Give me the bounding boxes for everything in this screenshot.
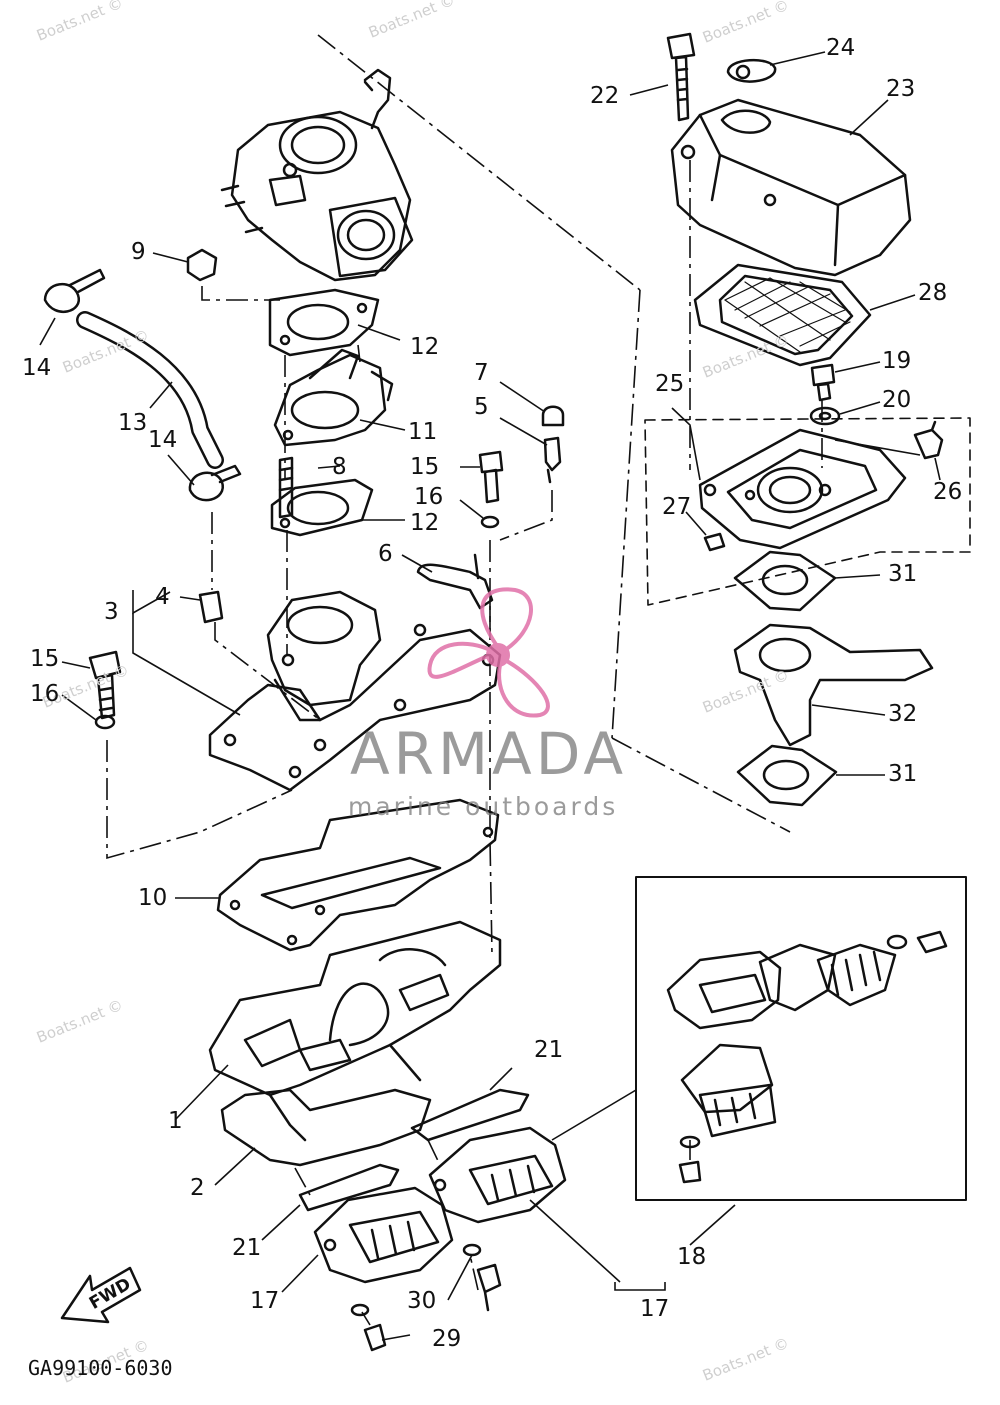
callout-13: 13 (118, 410, 148, 436)
silencer-base-25 (698, 428, 907, 550)
diagram-code: GA99100-6030 (28, 1356, 173, 1380)
washer-30-a (462, 1243, 482, 1257)
callout-18: 18 (677, 1244, 707, 1270)
bolt-15-left (88, 650, 122, 720)
brand-tagline: marine outboards (348, 792, 619, 821)
callout-17: 17 (640, 1296, 670, 1322)
callout-16: 16 (414, 484, 444, 510)
callout-14: 14 (148, 427, 178, 453)
brand-name: ARMADA (350, 720, 628, 788)
subassembly-frame-25 (644, 417, 971, 606)
screw-29-a (476, 1263, 502, 1312)
callout-3: 3 (104, 599, 119, 625)
callout-15: 15 (410, 454, 440, 480)
callout-1: 1 (168, 1108, 183, 1134)
washer-20 (809, 406, 841, 426)
gasket-21-upper (410, 1088, 530, 1142)
gasket-21-lower (298, 1163, 400, 1212)
callout-28: 28 (918, 280, 948, 306)
assembly-guide-lines (106, 34, 823, 1326)
bolt-15-mid (478, 450, 504, 504)
callout-6: 6 (378, 541, 393, 567)
callout-4: 4 (155, 584, 170, 610)
grommet-24 (726, 58, 777, 83)
callout-19: 19 (882, 348, 912, 374)
fitting-26 (913, 420, 944, 460)
callout-16: 16 (30, 681, 60, 707)
callout-22: 22 (590, 83, 620, 109)
callout-32: 32 (888, 701, 918, 727)
silencer-cover-23 (670, 98, 912, 277)
washer-30-b (350, 1303, 370, 1317)
callout-26: 26 (933, 479, 963, 505)
gasket-31-lower (736, 744, 838, 807)
gasket-12-lower (270, 478, 374, 537)
callout-17: 17 (250, 1288, 280, 1314)
carburetor (220, 68, 414, 282)
stud-8 (278, 456, 294, 519)
gasket-2 (220, 1088, 432, 1167)
callout-23: 23 (886, 76, 916, 102)
nut-9 (186, 248, 218, 282)
reed-valve-exploded (666, 930, 948, 1184)
clamp-14-upper (43, 268, 106, 313)
reed-valve-assembly-left (313, 1186, 454, 1284)
reed-valve-housing (208, 920, 502, 1097)
plug-27 (703, 532, 726, 552)
callout-12: 12 (410, 334, 440, 360)
fwd-arrow (60, 1266, 142, 1324)
screen-28 (693, 263, 872, 367)
spacer-11 (273, 353, 387, 447)
leader-lines (39, 51, 941, 1341)
cap-7 (541, 405, 565, 427)
callout-29: 29 (432, 1326, 462, 1352)
callout-14: 14 (22, 355, 52, 381)
callout-5: 5 (474, 394, 489, 420)
callout-31: 31 (888, 761, 918, 787)
washer-16-mid (480, 515, 500, 529)
gasket-12-upper (268, 288, 380, 357)
nipple-4 (198, 590, 224, 624)
callout-31: 31 (888, 561, 918, 587)
inset-frame (635, 876, 967, 1201)
callout-12: 12 (410, 510, 440, 536)
callout-30: 30 (407, 1288, 437, 1314)
reed-valve-assembly-right (428, 1126, 567, 1224)
callout-7: 7 (474, 360, 489, 386)
callout-27: 27 (662, 494, 692, 520)
bolt-22 (666, 32, 696, 122)
bracket-32 (733, 623, 934, 747)
callout-8: 8 (332, 454, 347, 480)
callout-11: 11 (408, 419, 438, 445)
washer-16-left (94, 714, 116, 730)
callout-10: 10 (138, 885, 168, 911)
callout-9: 9 (131, 239, 146, 265)
callout-24: 24 (826, 35, 856, 61)
callout-15: 15 (30, 646, 60, 672)
gasket-10 (216, 798, 500, 952)
armada-propeller-logo (427, 587, 550, 718)
callout-25: 25 (655, 371, 685, 397)
clamp-14-lower (188, 464, 242, 502)
callout-21: 21 (534, 1037, 564, 1063)
callout-20: 20 (882, 387, 912, 413)
bracket-6 (416, 553, 494, 610)
callout-21: 21 (232, 1235, 262, 1261)
screw-29-b (363, 1323, 387, 1352)
callout-2: 2 (190, 1175, 205, 1201)
fitting-5 (543, 436, 562, 484)
bolt-19 (810, 363, 836, 402)
